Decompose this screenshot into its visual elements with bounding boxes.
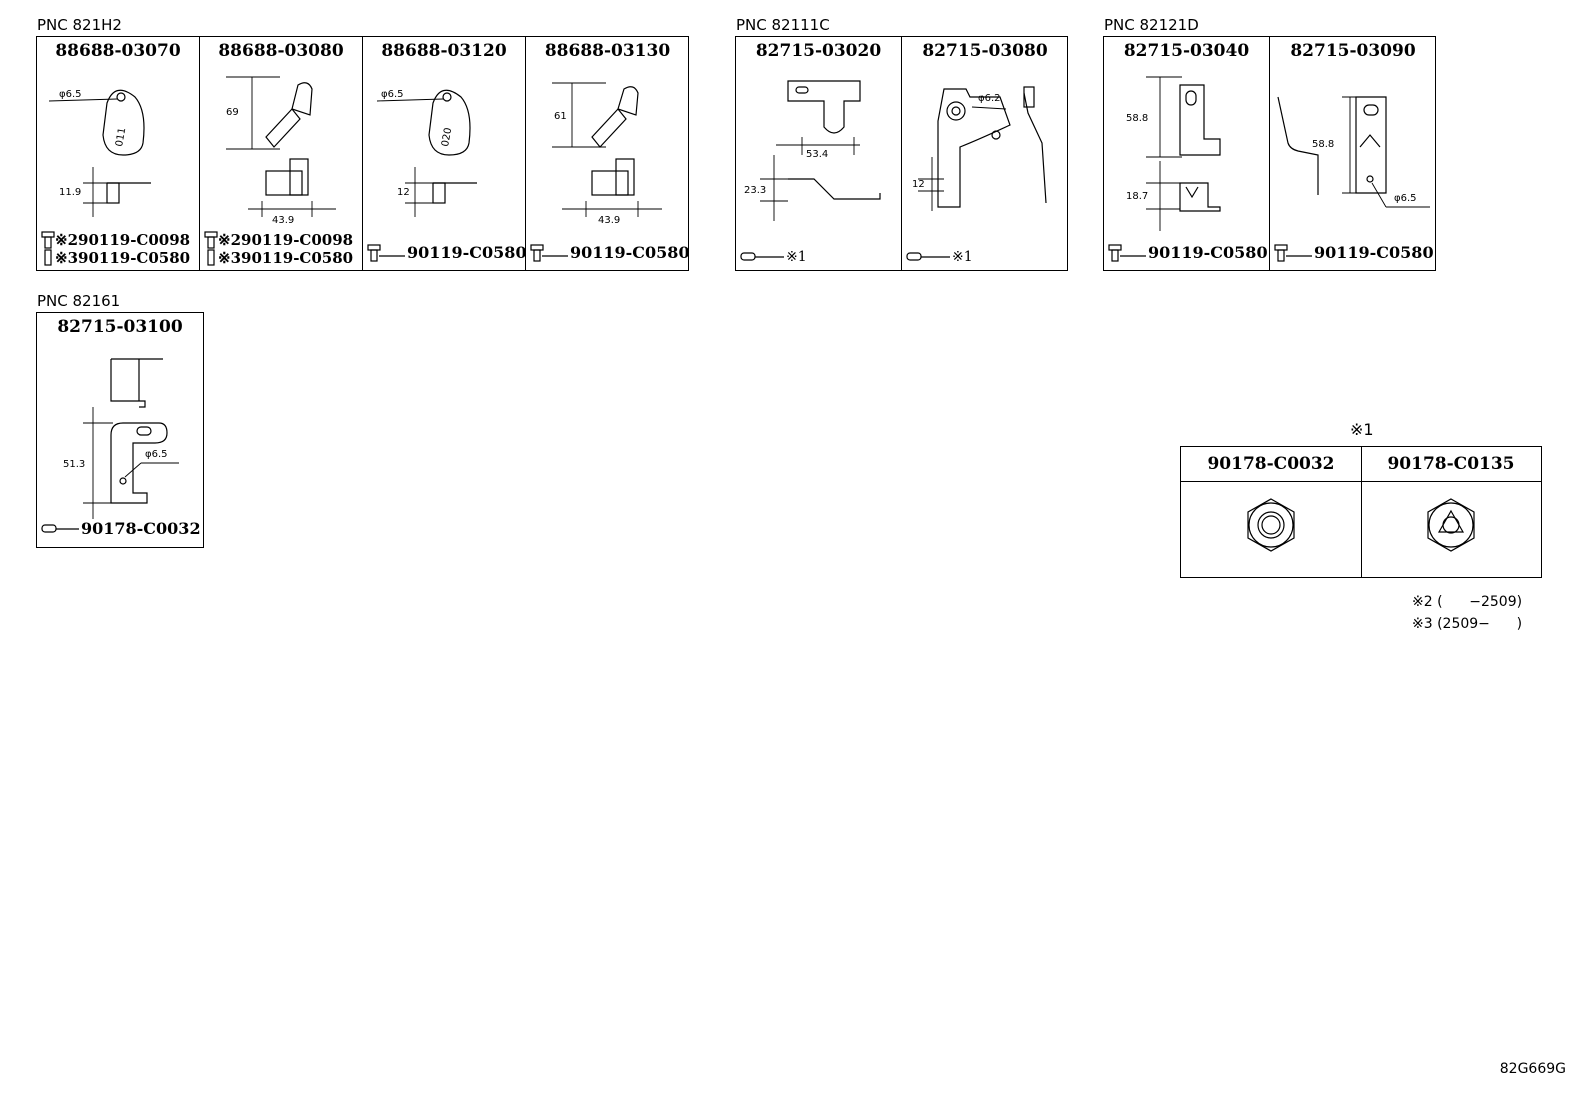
svg-text:020: 020: [440, 127, 454, 148]
nut-icon: [906, 252, 950, 261]
fastener-line: 90119-C0580: [1108, 243, 1268, 262]
fastener-line: ※290119-C0098: [41, 231, 197, 249]
part-number: 82715-03090: [1290, 41, 1416, 61]
fastener-line: ※290119-C0098: [204, 231, 360, 249]
part-number: 82715-03020: [755, 41, 882, 61]
fastener-number: 90119-C0580: [407, 243, 527, 262]
part-number: 88688-03070: [55, 41, 181, 61]
bolt-icon: [530, 243, 568, 262]
flange-nut-icon: [1247, 498, 1295, 552]
dimension-label: 11.9: [59, 187, 82, 198]
dimension-label: φ6.5: [1394, 193, 1417, 204]
fastener-number: 90119-C0580: [570, 243, 690, 262]
date-note: ※2 ( −2509): [1412, 594, 1523, 610]
fastener-number: 90178-C0032: [81, 519, 201, 538]
fastener-number: ※390119-C0580: [55, 249, 191, 267]
part-cell[interactable]: 82715-03100 51.3 φ6.5 90178-C0032: [37, 313, 203, 547]
part-cell[interactable]: 82715-03080 φ6.2 12 ※1: [902, 37, 1068, 270]
bracket-drawing: 020: [376, 89, 477, 217]
fastener-number: ※290119-C0098: [55, 231, 191, 249]
dimension-label: 51.3: [63, 459, 86, 470]
bolt-icon: [204, 231, 218, 249]
pnc-label: PNC 82111C: [736, 16, 830, 34]
pnc-label: PNC 821H2: [37, 16, 122, 34]
lock-nut-icon: [1427, 498, 1475, 552]
dimension-label: φ6.5: [59, 89, 82, 100]
bracket-drawing: [760, 80, 881, 221]
footnote-ref: ※1: [786, 249, 807, 265]
footnote-ref: ※1: [952, 249, 973, 265]
key-part-number: 90178-C0135: [1387, 454, 1515, 474]
dimension-label: 12: [397, 187, 410, 198]
dimension-label: φ6.5: [381, 89, 404, 100]
part-number: 88688-03120: [381, 41, 507, 61]
pnc-label: PNC 82161: [37, 292, 121, 310]
part-number: 88688-03080: [218, 41, 344, 61]
dimension-label: 43.9: [598, 215, 621, 226]
part-cell[interactable]: 82715-03090 58.8 φ6.5 90119-C0580: [1270, 37, 1436, 270]
part-cell[interactable]: 82715-03020 53.4 23.3 ※1: [736, 37, 902, 270]
pnc-label: PNC 82121D: [1104, 16, 1199, 34]
part-number: 88688-03130: [544, 41, 671, 61]
dimension-label: 53.4: [806, 149, 829, 160]
bracket-drawing: [83, 358, 179, 519]
pnc-group-box: 82715-03040 58.8 18.7 90119-C0580 82715-…: [1103, 36, 1436, 271]
dimension-label: 43.9: [272, 215, 295, 226]
svg-text:011: 011: [114, 127, 128, 148]
fastener-line: 90119-C0580: [367, 243, 527, 262]
fastener-line: 90178-C0032: [41, 519, 201, 538]
part-number: 82715-03080: [922, 41, 1048, 61]
dimension-label: 18.7: [1126, 191, 1149, 202]
fastener-number: ※390119-C0580: [218, 249, 354, 267]
part-number: 82715-03040: [1123, 41, 1250, 61]
dimension-label: 12: [912, 179, 925, 190]
bolt-icon: [41, 231, 55, 249]
key-table-title: ※1: [1350, 420, 1374, 439]
nut-icon: [41, 523, 79, 533]
dimension-label: 61: [554, 111, 567, 122]
bracket-drawing: 011: [48, 89, 151, 217]
fastener-number: 90119-C0580: [1314, 243, 1434, 262]
dimension-label: 58.8: [1312, 139, 1335, 150]
dimension-label: 23.3: [744, 185, 767, 196]
date-note: ※3 (2509− ): [1412, 616, 1523, 632]
bolt-icon: [44, 249, 52, 266]
pnc-group-box: 82715-03100 51.3 φ6.5 90178-C0032: [36, 312, 204, 548]
part-cell[interactable]: 88688-03120 020 φ6.5 12 90119-C0580: [363, 37, 527, 270]
key-table: 90178-C0032 90178-C0135: [1180, 446, 1542, 578]
bolt-icon: [1108, 243, 1146, 262]
bracket-drawing: [226, 76, 336, 217]
fastener-number: 90119-C0580: [1148, 243, 1268, 262]
dimension-label: 58.8: [1126, 113, 1149, 124]
bracket-drawing: [918, 86, 1047, 211]
pnc-group-box: 88688-03070 011 φ6.5 11.9 ※290119-C0098 …: [36, 36, 690, 271]
bracket-drawing: [1277, 96, 1430, 208]
part-cell[interactable]: 82715-03040 58.8 18.7 90119-C0580: [1104, 37, 1270, 270]
part-cell[interactable]: 88688-03130 61 43.9 90119-C0580: [526, 37, 690, 270]
part-number: 82715-03100: [57, 317, 183, 337]
dimension-label: φ6.5: [145, 449, 168, 460]
bolt-icon: [1274, 243, 1312, 262]
fastener-number: ※290119-C0098: [218, 231, 354, 249]
dimension-label: φ6.2: [978, 93, 1001, 104]
diagram-code: 82G669G: [1499, 1061, 1566, 1077]
fastener-line: ※390119-C0580: [204, 249, 360, 267]
fastener-line: ※390119-C0580: [41, 249, 197, 267]
fastener-line: 90119-C0580: [530, 243, 690, 262]
bracket-drawing: [1146, 76, 1221, 231]
part-cell[interactable]: 88688-03070 011 φ6.5 11.9 ※290119-C0098 …: [37, 37, 200, 270]
fastener-line: ※1: [906, 249, 1066, 265]
bolt-icon: [367, 243, 405, 262]
bolt-icon: [207, 249, 215, 266]
fastener-line: 90119-C0580: [1274, 243, 1434, 262]
nut-icon: [740, 252, 784, 261]
fastener-line: ※1: [740, 249, 899, 265]
part-cell[interactable]: 88688-03080 69 43.9 ※290119-C0098 ※39011…: [200, 37, 363, 270]
pnc-group-box: 82715-03020 53.4 23.3 ※1 82715-03080: [735, 36, 1068, 271]
bracket-drawing: [552, 82, 662, 217]
key-part-number: 90178-C0032: [1207, 454, 1335, 474]
dimension-label: 69: [226, 107, 239, 118]
